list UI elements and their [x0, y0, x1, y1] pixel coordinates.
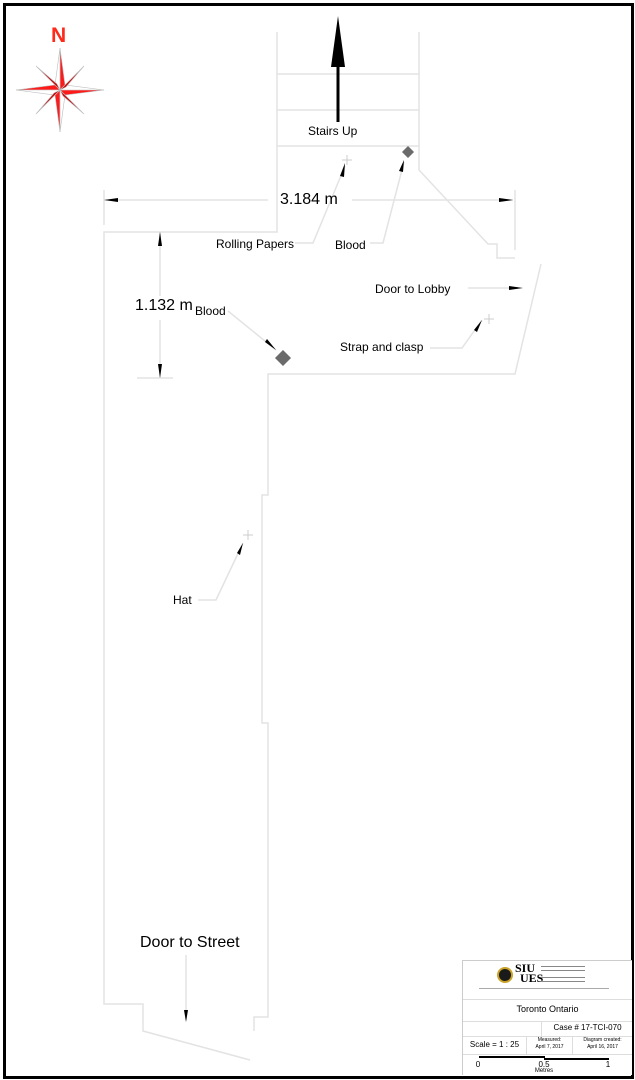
- created-label: Diagram created:: [583, 1037, 622, 1043]
- measured-date: April 7, 2017: [535, 1044, 564, 1050]
- logo-text-siu: SIU: [515, 961, 536, 975]
- title-block: SIU UES Toronto Ontario Case # 17-TCI-07…: [462, 960, 632, 1075]
- scale-tick-mid: 0.5: [538, 1060, 550, 1069]
- scale-bar: 0 0.5 1 Metres: [463, 1054, 632, 1075]
- label-stairs-up: Stairs Up: [308, 124, 358, 138]
- scale-unit: Metres: [534, 1068, 554, 1074]
- walls: [103, 32, 542, 1061]
- siu-logo-icon: [497, 967, 513, 983]
- case-number: Case # 17-TCI-070: [553, 1023, 622, 1032]
- evidence-crosshairs: [243, 155, 494, 540]
- blood-marker-icon: [275, 350, 291, 366]
- title-block-logo-row: SIU UES: [463, 961, 632, 1000]
- label-rolling-papers: Rolling Papers: [216, 237, 295, 251]
- created-date: April 16, 2017: [587, 1044, 618, 1050]
- title-block-location-row: Toronto Ontario: [463, 999, 632, 1022]
- compass-north-label: N: [51, 24, 67, 47]
- compass-rose-icon: [15, 47, 105, 133]
- scale-text: Scale = 1 : 25: [469, 1040, 520, 1049]
- logo-text-ues: UES: [520, 971, 544, 985]
- title-block-case-row: Case # 17-TCI-070: [463, 1021, 632, 1037]
- dimension-height: 1.132 m: [135, 297, 193, 314]
- title-block-scale-row: Scale = 1 : 25 Measured: April 7, 2017 D…: [463, 1036, 632, 1055]
- label-hat: Hat: [173, 593, 192, 607]
- label-blood-top: Blood: [335, 238, 366, 252]
- label-door-to-lobby: Door to Lobby: [375, 282, 451, 296]
- location-text: Toronto Ontario: [516, 1004, 579, 1014]
- scale-tick-0: 0: [475, 1060, 481, 1069]
- dimension-width: 3.184 m: [280, 191, 338, 208]
- label-blood-left: Blood: [195, 304, 226, 318]
- measured-label: Measured:: [537, 1037, 562, 1043]
- stairs-up-arrow-icon: [331, 16, 345, 122]
- scale-tick-end: 1: [605, 1060, 611, 1069]
- blood-marker-icon: [402, 146, 414, 158]
- arrow-heads: [104, 160, 523, 1022]
- label-door-to-street: Door to Street: [140, 934, 240, 951]
- diagram-frame: [3, 3, 634, 1079]
- label-strap-and-clasp: Strap and clasp: [340, 340, 424, 354]
